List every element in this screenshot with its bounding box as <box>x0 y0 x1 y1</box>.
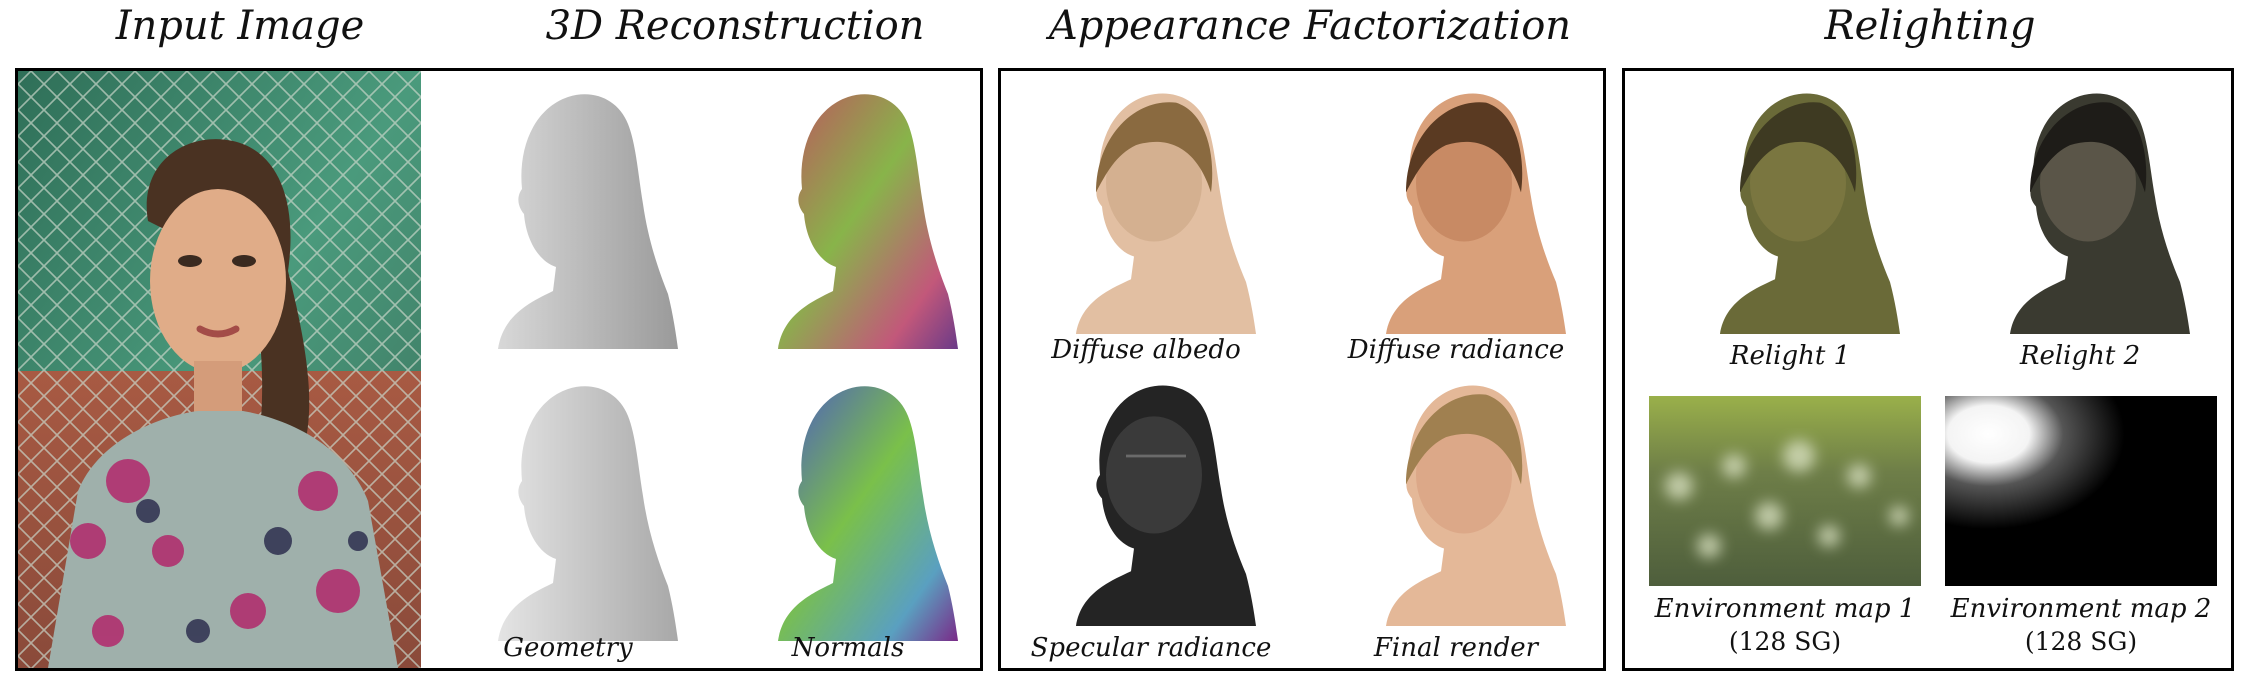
input-image-heading: Input Image <box>115 3 365 49</box>
factorization-panel: Diffuse albedo Diffuse radiance Specular… <box>998 68 1606 671</box>
final-render-caption: Final render <box>1373 633 1539 663</box>
specular-radiance-caption: Specular radiance <box>1030 633 1272 663</box>
diffuse-albedo-caption: Diffuse albedo <box>1051 335 1241 365</box>
relight-1-image <box>1680 79 1900 334</box>
environment-map-1-caption: Environment map 1 <box>1654 594 1916 624</box>
relighting-panel: Relight 1 Relight 2 <box>1622 68 2234 671</box>
relight-2-image <box>1970 79 2190 334</box>
factorization-heading: Appearance Factorization <box>1048 3 1572 49</box>
reconstruction-heading: 3D Reconstruction <box>545 3 925 49</box>
final-render-image <box>1346 371 1566 626</box>
input-reconstruction-panel: Geometry Normals <box>15 68 983 671</box>
diffuse-radiance-caption: Diffuse radiance <box>1347 335 1565 365</box>
specular-radiance-image <box>1036 371 1256 626</box>
environment-map-2-caption: Environment map 2 <box>1950 594 2212 624</box>
environment-map-2 <box>1945 396 2217 586</box>
diffuse-radiance-image <box>1346 79 1566 334</box>
relighting-heading: Relighting <box>1824 3 2036 49</box>
normals-caption: Normals <box>791 633 905 663</box>
geometry-caption: Geometry <box>503 633 633 663</box>
geometry-view-1 <box>458 79 678 349</box>
relight-2-caption: Relight 2 <box>2019 341 2141 371</box>
environment-map-1 <box>1649 396 1921 586</box>
normals-view-2 <box>738 371 958 641</box>
environment-map-1-subcaption: (128 SG) <box>1728 627 1842 656</box>
environment-map-2-subcaption: (128 SG) <box>2024 627 2138 656</box>
input-photo <box>18 71 421 668</box>
diffuse-albedo-image <box>1036 79 1256 334</box>
relight-1-caption: Relight 1 <box>1729 341 1851 371</box>
geometry-view-2 <box>458 371 678 641</box>
normals-view-1 <box>738 79 958 349</box>
